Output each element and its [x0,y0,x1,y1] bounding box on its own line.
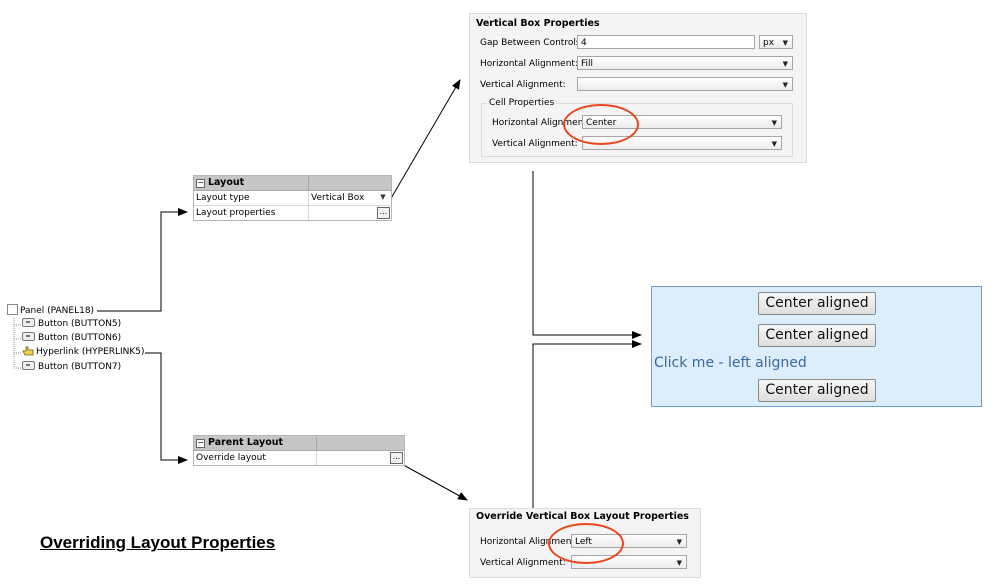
cell-properties-title: Cell Properties [487,98,557,108]
arrow-vbox-to-preview [532,171,642,339]
collapse-icon[interactable]: − [196,438,205,448]
chevron-down-icon: ▼ [782,60,788,68]
preview-panel: Center aligned Center aligned Click me -… [651,286,982,407]
cell-properties-group [481,103,793,157]
parent-layout-property-grid: −Parent Layout Override layout ... [193,435,405,466]
highlight-ellipse-center [563,104,639,145]
highlight-ellipse-left [548,523,624,564]
layout-properties-label: Layout properties [196,208,276,218]
layout-property-grid: −Layout Layout type Vertical Box ▼ Layou… [193,175,392,221]
tree-node-label: Button (BUTTON6) [38,333,122,343]
cell-v-align-select[interactable]: ▼ [582,136,782,150]
arrow-layout-to-vbox-dialog [385,79,461,208]
collapse-icon[interactable]: − [196,178,205,188]
override-v-align-label: Vertical Alignment: [480,558,566,568]
layout-type-label: Layout type [196,193,250,203]
vbox-dialog-title: Vertical Box Properties [476,18,600,29]
chevron-down-icon[interactable]: ▼ [380,193,386,201]
gap-unit-select[interactable]: px▼ [759,35,793,49]
arrow-hyperlink-to-parent-layout [145,352,188,464]
h-align-label: Horizontal Alignment: [480,59,578,69]
override-dialog-title: Override Vertical Box Layout Properties [476,511,689,522]
tree-node-icon [7,304,18,315]
gap-input[interactable]: 4 [577,35,755,49]
page-caption: Overriding Layout Properties [40,533,276,552]
override-layout-label: Override layout [196,453,266,463]
center-aligned-button-2[interactable]: Center aligned [758,324,876,347]
tree-node-label: Panel (PANEL18) [20,306,95,316]
chevron-down-icon: ▼ [676,538,682,546]
v-align-select[interactable]: ▼ [577,77,793,91]
cell-v-align-label: Vertical Alignment: [492,139,578,149]
left-aligned-hyperlink[interactable]: Click me - left aligned [654,355,807,371]
override-layout-row[interactable]: Override layout ... [194,451,404,465]
button-icon [22,318,35,327]
override-layout-ellipsis-button[interactable]: ... [390,452,403,464]
layout-type-value[interactable]: Vertical Box [308,191,391,205]
chevron-down-icon: ▼ [782,39,788,47]
override-h-align-label: Horizontal Alignment: [480,537,578,547]
chevron-down-icon: ▼ [676,559,682,567]
layout-properties-ellipsis-button[interactable]: ... [377,207,390,219]
tree-node-label: Button (BUTTON7) [38,362,122,372]
button-icon [22,361,35,370]
layout-grid-title: Layout [208,177,245,188]
gap-label: Gap Between Controls: [480,38,584,48]
hand-icon [22,346,34,356]
parent-layout-grid-header[interactable]: −Parent Layout [194,436,404,451]
layout-grid-header[interactable]: −Layout [194,176,391,191]
tree-node-button5[interactable]: Button (BUTTON5) [22,318,121,331]
parent-layout-grid-title: Parent Layout [208,437,284,448]
center-aligned-button-1[interactable]: Center aligned [758,292,876,315]
layout-properties-value [308,206,391,220]
tree-node-label: Hyperlink (HYPERLINK5) [36,347,145,357]
tree-node-button6[interactable]: Button (BUTTON6) [22,332,121,345]
chevron-down-icon: ▼ [782,81,788,89]
layout-type-row[interactable]: Layout type Vertical Box ▼ [194,191,391,206]
button-icon [22,332,35,341]
cell-h-align-label: Horizontal Alignment: [492,118,590,128]
arrow-parent-layout-to-override-dialog [397,461,468,501]
arrow-override-to-preview [532,340,642,510]
v-align-label: Vertical Alignment: [480,80,566,90]
arrow-panel-to-layout [97,208,188,312]
h-align-select[interactable]: Fill▼ [577,56,793,70]
chevron-down-icon: ▼ [771,140,777,148]
tree-node-button7[interactable]: Button (BUTTON7) [22,361,121,374]
center-aligned-button-3[interactable]: Center aligned [758,379,876,402]
tree-node-panel[interactable]: Panel (PANEL18) [7,304,94,317]
layout-properties-row[interactable]: Layout properties ... [194,206,391,220]
vertical-box-properties-dialog: Vertical Box Properties Gap Between Cont… [469,13,807,163]
chevron-down-icon: ▼ [771,119,777,127]
tree-node-label: Button (BUTTON5) [38,319,122,329]
override-layout-value [316,451,404,465]
tree-node-hyperlink5[interactable]: Hyperlink (HYPERLINK5) [22,346,145,359]
